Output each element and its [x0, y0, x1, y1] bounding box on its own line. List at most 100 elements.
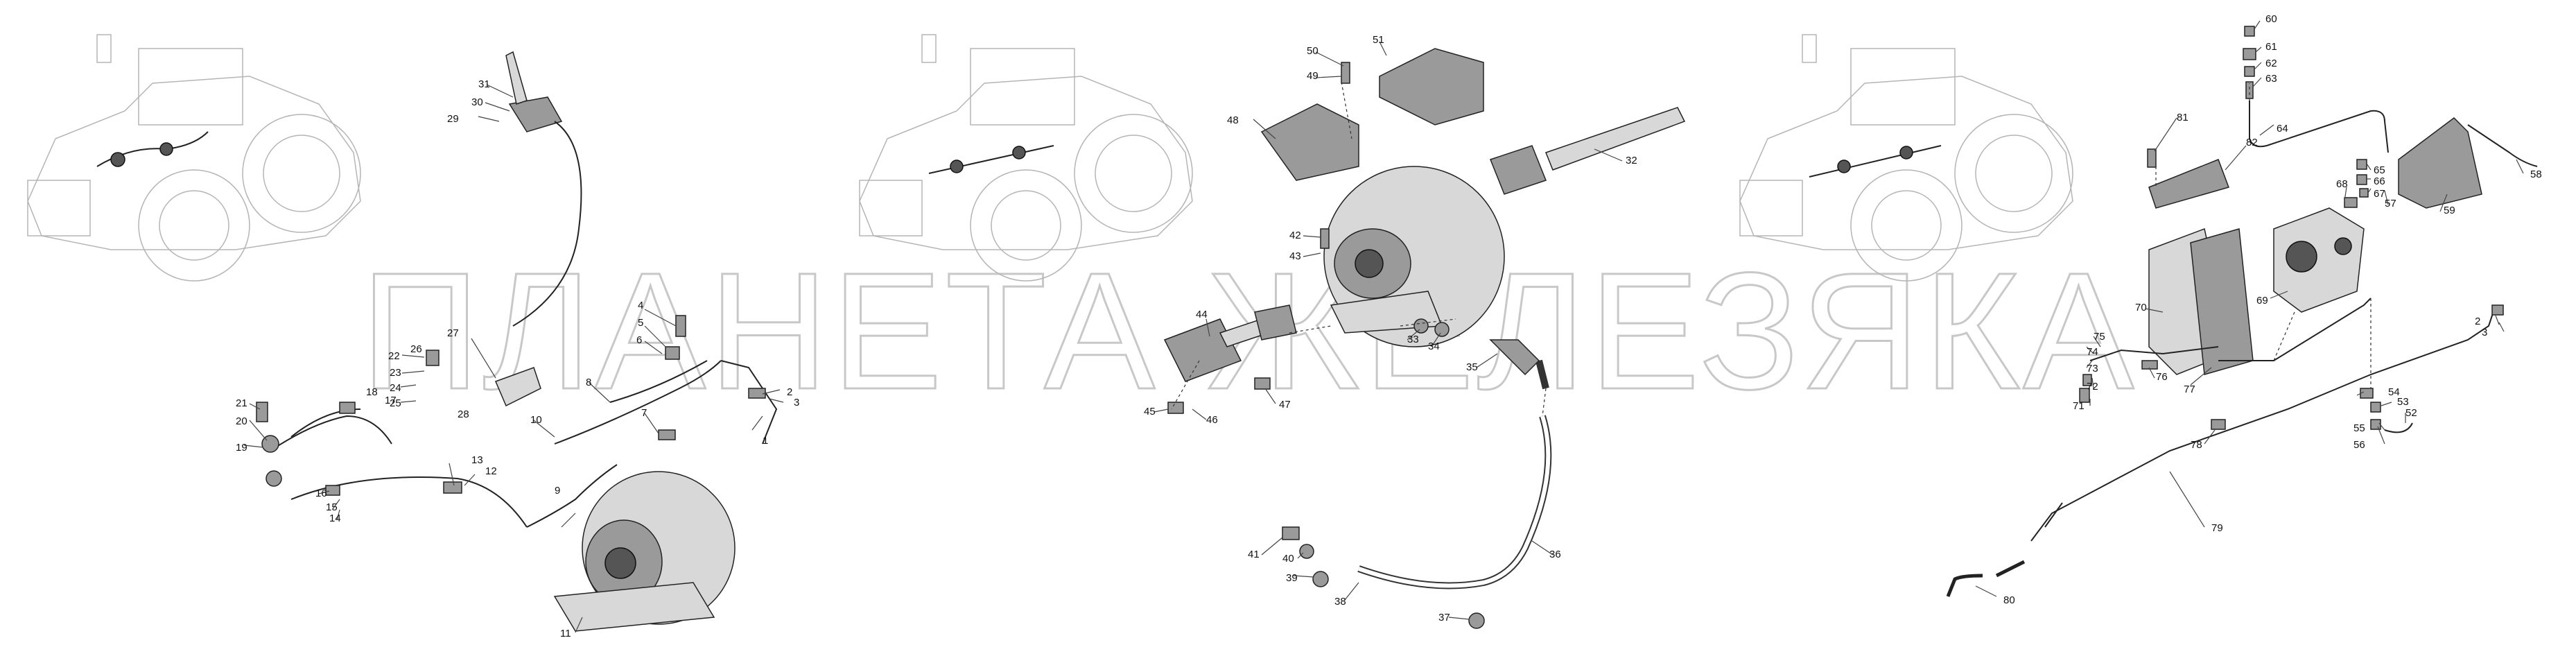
callout-label-80: 80 [2003, 594, 2015, 606]
callout-label-47: 47 [1279, 399, 1291, 411]
callout-label-20: 20 [236, 415, 247, 427]
callout-label-7: 7 [641, 407, 647, 419]
callout-label-72: 72 [2087, 381, 2098, 393]
tube-79-end [2044, 502, 2063, 528]
fitting-2 [748, 388, 766, 399]
callout-label-55: 55 [2353, 422, 2365, 434]
callout-label-58: 58 [2530, 169, 2542, 180]
hose-9 [526, 464, 618, 528]
callout-label-38: 38 [1334, 596, 1346, 608]
washer-40 [1299, 544, 1314, 559]
callout-label-32: 32 [1626, 155, 1637, 166]
fitting-26 [426, 350, 440, 366]
callout-label-2: 2 [2475, 316, 2480, 327]
callout-label-44: 44 [1196, 309, 1208, 320]
tube-58 [2467, 124, 2538, 167]
fitting-13 [443, 481, 462, 494]
clamp-78 [2211, 419, 2226, 430]
fitting-41 [1282, 526, 1300, 540]
callout-label-31: 31 [478, 78, 490, 90]
callout-label-13: 13 [471, 454, 483, 466]
fitting-18 [339, 402, 356, 414]
callout-label-35: 35 [1466, 361, 1478, 373]
callout-label-36: 36 [1549, 549, 1561, 560]
callout-labels: 1234567891011121314151617181920212223242… [236, 13, 2542, 639]
callout-label-26: 26 [410, 343, 422, 355]
callout-label-23: 23 [390, 367, 401, 379]
callout-label-22: 22 [388, 350, 400, 362]
callout-label-37: 37 [1438, 612, 1450, 623]
callout-label-10: 10 [530, 414, 542, 426]
callout-label-70: 70 [2135, 302, 2147, 313]
bolt-4 [675, 315, 686, 337]
hose-10 [554, 360, 722, 445]
callout-label-3: 3 [2482, 327, 2487, 338]
lever-housing [508, 96, 563, 132]
callout-label-59: 59 [2444, 205, 2455, 216]
tube-77 [2218, 298, 2372, 361]
callout-label-42: 42 [1289, 230, 1301, 241]
callout-label-54: 54 [2388, 386, 2400, 398]
pump-11 [553, 471, 736, 632]
callout-label-52: 52 [2405, 407, 2417, 419]
bolt-42 [1320, 228, 1330, 249]
callout-label-43: 43 [1289, 250, 1301, 262]
callout-label-3: 3 [794, 397, 799, 408]
section-b-parts [1154, 41, 1686, 629]
clamp-7 [658, 429, 676, 440]
callout-label-67: 67 [2374, 188, 2385, 200]
callout-label-24: 24 [390, 382, 401, 394]
fitting-6 [665, 346, 680, 360]
callout-label-29: 29 [447, 113, 459, 125]
lever-cable [512, 121, 582, 327]
callout-label-69: 69 [2256, 295, 2268, 307]
callout-label-17: 17 [385, 395, 397, 406]
callout-label-63: 63 [2265, 73, 2277, 85]
callout-label-66: 66 [2374, 175, 2385, 187]
fitting-68 [2344, 197, 2358, 208]
fitting-67 [2359, 188, 2369, 198]
fitting-76 [2141, 360, 2158, 370]
callout-label-41: 41 [1248, 549, 1260, 560]
callout-label-39: 39 [1286, 572, 1298, 584]
callout-label-8: 8 [586, 377, 591, 388]
nut-39 [1312, 571, 1329, 587]
elbow-80 [1946, 560, 2026, 597]
callout-label-49: 49 [1307, 70, 1319, 82]
callout-label-53: 53 [2397, 396, 2409, 408]
callout-label-60: 60 [2265, 13, 2277, 25]
section-c-parts [1946, 20, 2538, 597]
callout-label-46: 46 [1206, 414, 1218, 426]
callout-label-65: 65 [2374, 164, 2385, 176]
callout-label-21: 21 [236, 397, 247, 409]
elbow-35 [1489, 339, 1540, 376]
bolt-45 [1167, 402, 1184, 414]
callout-label-28: 28 [458, 408, 469, 420]
fitting-71 [2079, 388, 2090, 403]
callout-label-76: 76 [2156, 371, 2168, 383]
hose-19 [270, 415, 392, 451]
fitting-62 [2244, 66, 2255, 77]
callout-label-77: 77 [2184, 384, 2195, 395]
callout-label-56: 56 [2353, 439, 2365, 451]
callout-label-25: 25 [390, 397, 401, 409]
tube-73 [2089, 346, 2219, 361]
callout-label-34: 34 [1428, 341, 1440, 352]
callout-label-78: 78 [2191, 439, 2202, 451]
bolt-16 [325, 485, 340, 496]
clamp-37 [1468, 612, 1485, 629]
callout-label-50: 50 [1307, 45, 1319, 57]
cover-51 [1379, 48, 1484, 126]
section-a-parts [243, 51, 784, 633]
callout-label-64: 64 [2277, 123, 2288, 135]
fitting-2-c [2491, 304, 2504, 316]
tractor-thumbnail-1 [27, 34, 361, 282]
joint-32 [1490, 145, 1547, 195]
fitting-54 [2360, 388, 2374, 399]
callout-label-45: 45 [1144, 406, 1156, 418]
callout-label-75: 75 [2094, 331, 2105, 343]
callout-label-4: 4 [638, 300, 643, 311]
callout-label-11: 11 [560, 628, 571, 639]
callout-label-27: 27 [447, 327, 459, 339]
